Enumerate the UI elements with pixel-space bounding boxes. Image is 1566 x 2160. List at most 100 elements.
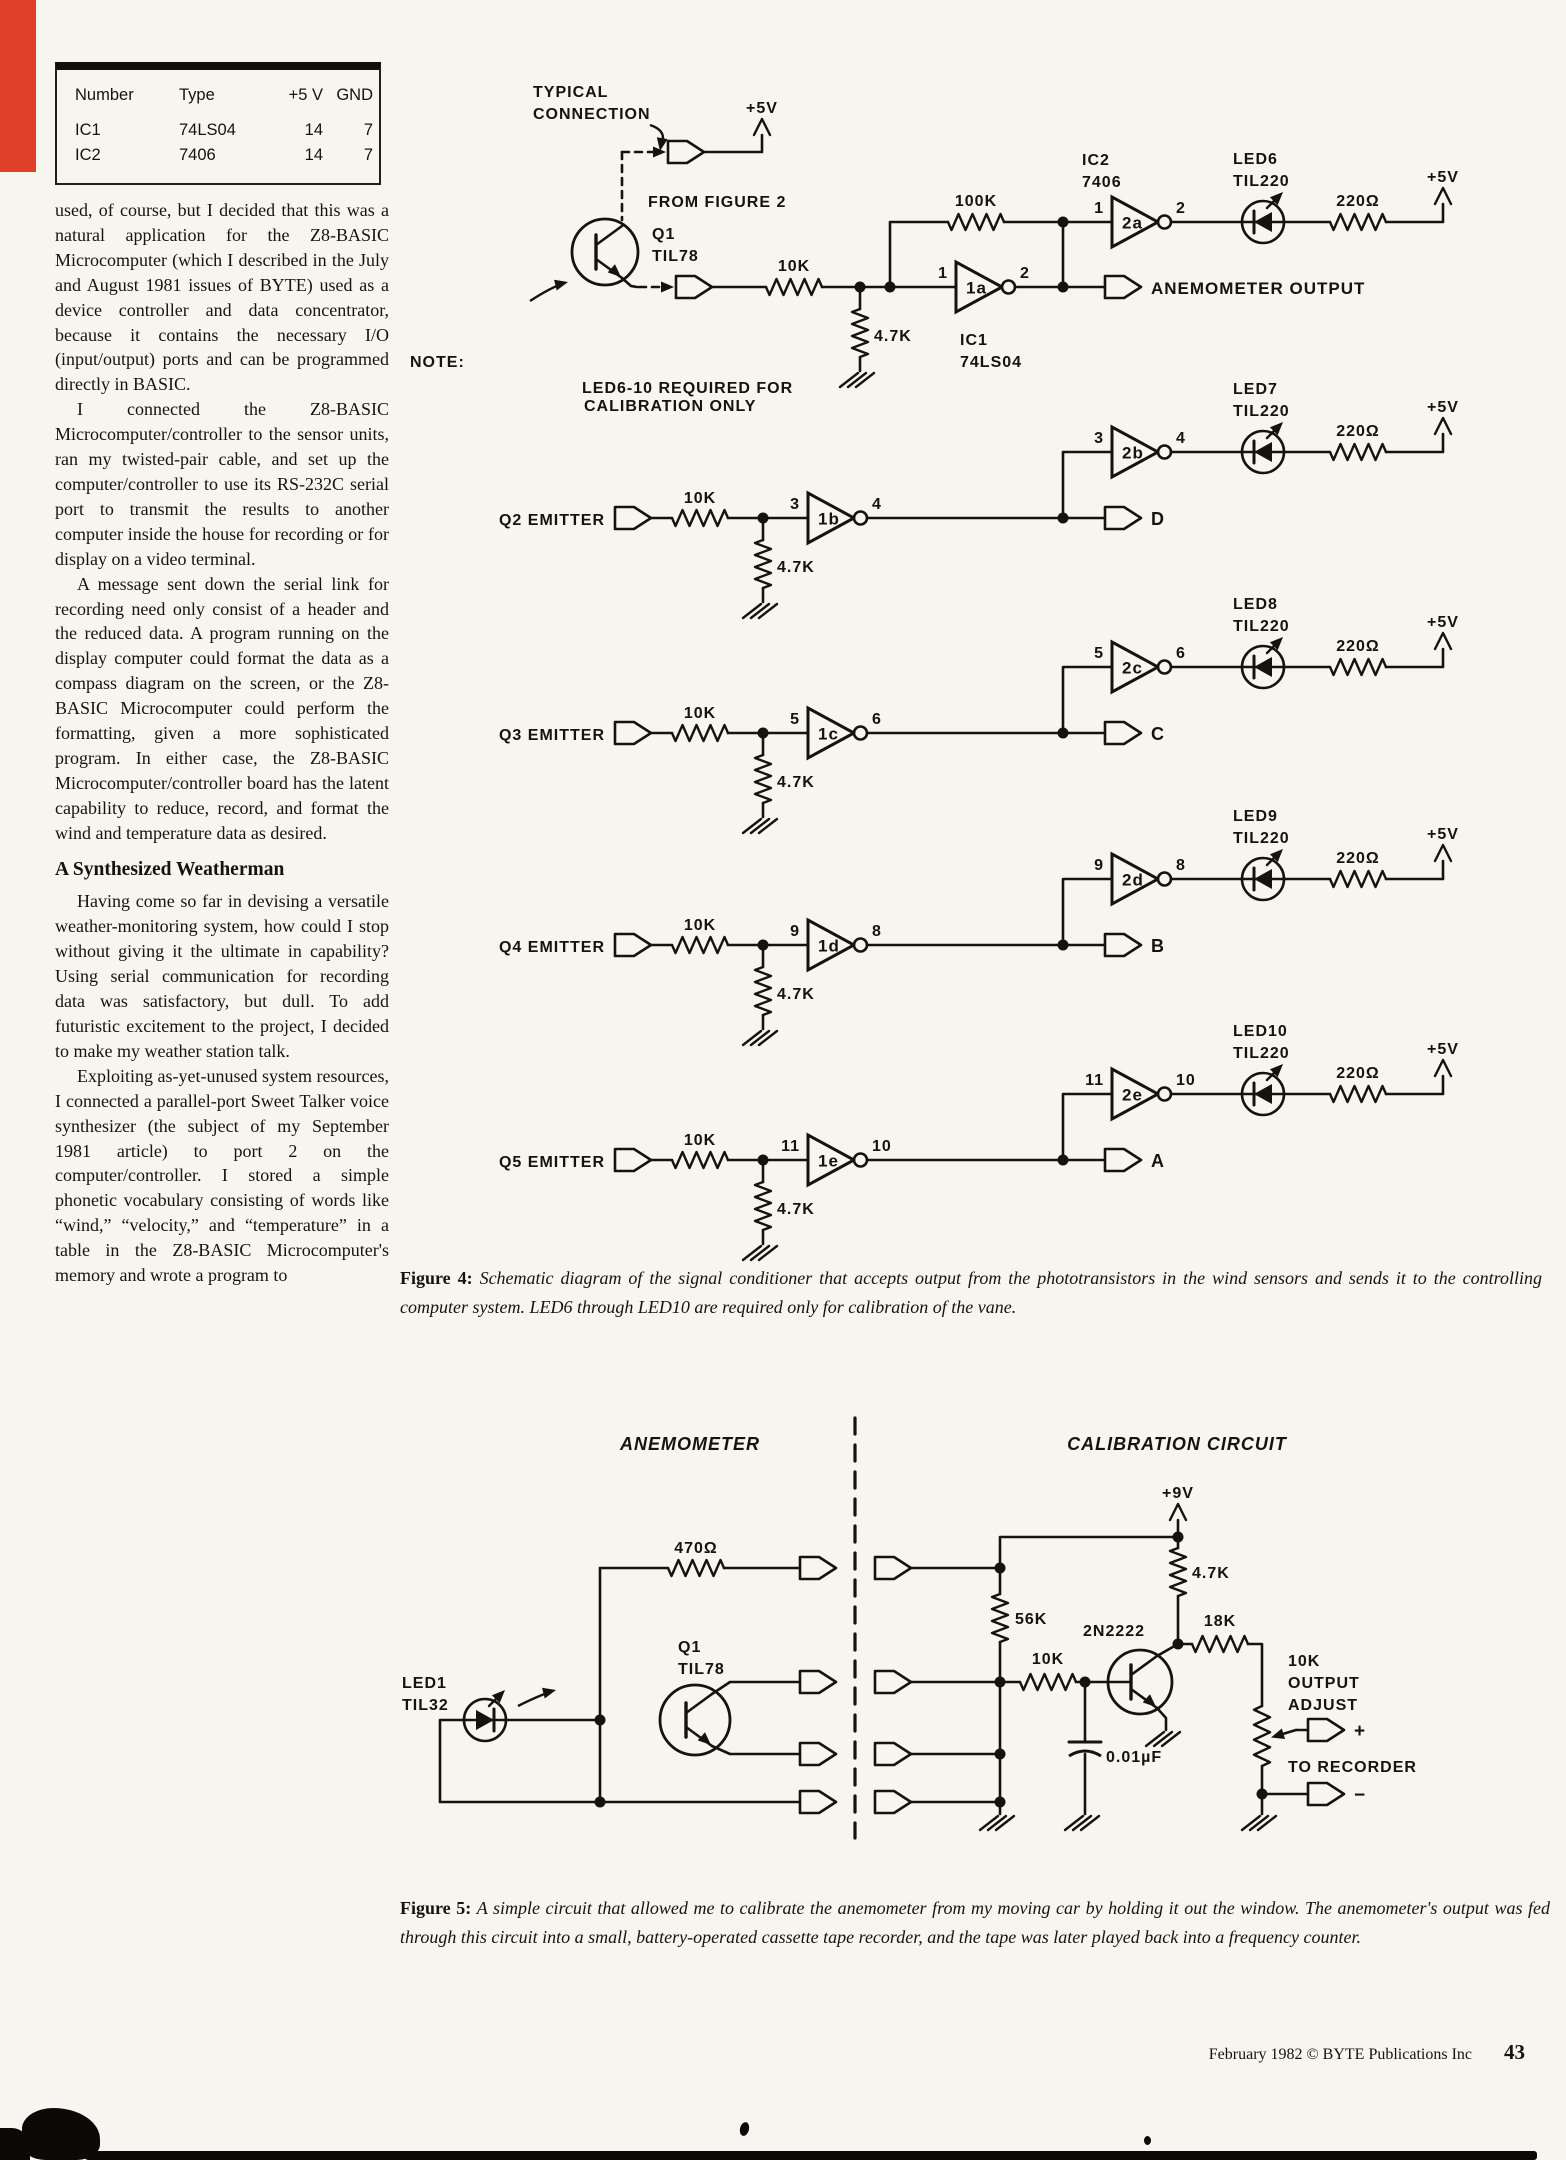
page-edge-red-stripe — [0, 0, 36, 172]
led-icon — [1240, 1064, 1286, 1117]
connector-icon — [1103, 505, 1143, 531]
power-arrow-icon — [1433, 843, 1453, 863]
calibration-title: CALIBRATION CIRCUIT — [1067, 1434, 1288, 1454]
connector-icon — [798, 1789, 838, 1815]
resistor-label: 4.7K — [777, 986, 815, 1003]
table-header-cell: Type — [179, 86, 215, 104]
gate-label: 1e — [818, 1152, 839, 1171]
resistor-label: 4.7K — [874, 328, 912, 345]
pin-number: 10 — [1176, 1072, 1196, 1089]
table-cell: 14 — [304, 146, 323, 164]
scan-artifact — [85, 2151, 1537, 2160]
arrowhead — [542, 1687, 556, 1699]
fig5-calibration-side: +9V4.7K56K10K0.01µF2N222218K+10KOUTPUTAD… — [873, 1485, 1416, 1832]
inverter-gate-icon: 1b — [806, 490, 869, 546]
arrowhead — [1142, 1694, 1156, 1707]
power-label: +5V — [1427, 169, 1459, 186]
note-line: LED6-10 REQUIRED FOR — [582, 380, 793, 397]
resistor-icon — [990, 1592, 1010, 1644]
connector-icon — [873, 1789, 913, 1815]
inverter-gate-icon: 2c — [1110, 639, 1173, 695]
led-label: TIL220 — [1233, 830, 1290, 847]
body-paragraph: Having come so far in devising a versati… — [55, 891, 389, 1061]
ground-icon — [741, 1029, 779, 1047]
resistor-label: 4.7K — [777, 1201, 815, 1218]
ground-icon — [1240, 1814, 1278, 1832]
table-cell: 14 — [304, 121, 323, 139]
section-heading: A Synthesized Weatherman — [55, 858, 285, 880]
resistor-label: 220Ω — [1336, 850, 1380, 867]
table-header-row: Number Type +5 V GND — [75, 86, 379, 105]
led-icon — [1240, 849, 1286, 902]
table-row: IC1 74LS04 14 7 — [75, 121, 379, 140]
connector-icon — [798, 1669, 838, 1695]
ground-icon — [1144, 1730, 1182, 1748]
article-text-column: used, of course, but I decided that this… — [55, 198, 389, 1288]
typical-connection-label: TYPICAL — [533, 84, 608, 101]
page-footer: February 1982 © BYTE Publications Inc 43 — [400, 2040, 1525, 2065]
figure4-caption: Figure 4: Schematic diagram of the signa… — [400, 1264, 1542, 1321]
power-label: +5V — [746, 100, 778, 117]
arrowhead — [697, 1732, 711, 1745]
connector-icon — [613, 720, 653, 746]
figure5-caption-lead: Figure 5: — [400, 1898, 472, 1918]
resistor-label: 56K — [1015, 1611, 1047, 1628]
resistor-icon — [764, 277, 824, 297]
component-label: TIL78 — [652, 248, 699, 265]
arrowhead — [1269, 422, 1283, 436]
transistor-label: 2N2222 — [1083, 1623, 1145, 1640]
emitter-label: Q3 EMITTER — [499, 727, 605, 744]
anemometer-output-label: ANEMOMETER OUTPUT — [1151, 279, 1365, 298]
arrowhead — [1269, 192, 1283, 206]
ic-pin-table: Number Type +5 V GND IC1 74LS04 14 7 IC2… — [55, 62, 381, 185]
gate-label: 2b — [1122, 444, 1144, 463]
arrowhead — [656, 137, 668, 151]
gate-label: 1c — [818, 725, 839, 744]
table-cell: 74LS04 — [179, 121, 236, 139]
capacitor-icon — [1068, 1749, 1102, 1758]
junction-dot — [594, 1796, 606, 1808]
resistor-label: 10K — [1032, 1651, 1064, 1668]
resistor-icon — [1018, 1672, 1078, 1692]
resistor-icon — [946, 212, 1006, 232]
resistor-icon — [670, 1150, 730, 1170]
component-label: TIL78 — [678, 1661, 725, 1678]
resistor-icon — [1328, 442, 1388, 462]
led1-label: TIL32 — [402, 1697, 449, 1714]
fig4-row-output-B: Q4 EMITTER10K4.7K91d8B92d8LED9TIL220220Ω… — [499, 808, 1458, 1047]
scan-artifact — [22, 2108, 100, 2160]
resistor-label: 220Ω — [1336, 1065, 1380, 1082]
resistor-label: 4.7K — [777, 774, 815, 791]
connector-icon — [1103, 1147, 1143, 1173]
junction-dot — [594, 1714, 606, 1726]
connector-icon — [873, 1669, 913, 1695]
ic-label: 7406 — [1082, 174, 1122, 191]
output-letter: A — [1151, 1151, 1165, 1171]
page-number: 43 — [1504, 2040, 1525, 2064]
gate-label: 2c — [1122, 659, 1143, 678]
connector-icon — [873, 1555, 913, 1581]
connector-icon — [873, 1741, 913, 1767]
gate-label: 2a — [1122, 214, 1143, 233]
pin-number: 3 — [1094, 430, 1104, 447]
pin-number: 9 — [790, 923, 800, 940]
emitter-label: Q4 EMITTER — [499, 939, 605, 956]
anemometer-title: ANEMOMETER — [619, 1434, 760, 1454]
resistor-icon — [1328, 869, 1388, 889]
scan-artifact — [1144, 2136, 1151, 2145]
ground-icon — [978, 1814, 1016, 1832]
pin-number: 10 — [872, 1138, 892, 1155]
publication-credit: February 1982 © BYTE Publications Inc — [1208, 2046, 1472, 2063]
inverter-gate-icon: 1e — [806, 1132, 869, 1188]
connector-icon — [798, 1741, 838, 1767]
table-cell: 7406 — [179, 146, 216, 164]
capacitor-label: 0.01µF — [1106, 1749, 1162, 1766]
led-label: LED10 — [1233, 1023, 1288, 1040]
power-arrow-icon — [1433, 631, 1453, 651]
fig4-row-output-C: Q3 EMITTER10K4.7K51c6C52c6LED8TIL220220Ω… — [499, 596, 1458, 835]
polarity-label: − — [1354, 1785, 1366, 1806]
connector-icon — [1306, 1717, 1346, 1743]
